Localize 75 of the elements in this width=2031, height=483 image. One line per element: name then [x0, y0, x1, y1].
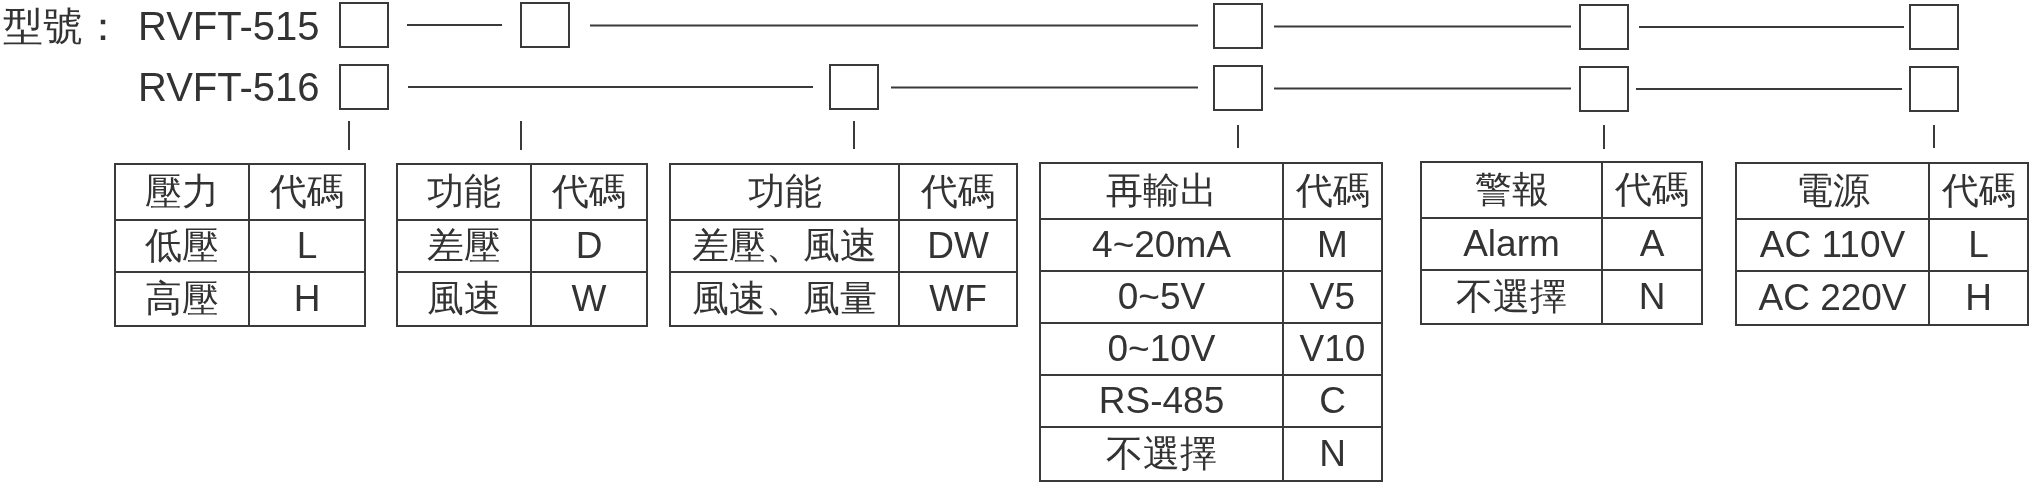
leader-tick: [853, 120, 855, 150]
code-entry-box: [1909, 4, 1959, 50]
column-header: 功能: [747, 171, 822, 213]
connector-line: [1635, 88, 1903, 90]
code-text: A: [1639, 223, 1665, 265]
column-header: 代碼: [1295, 170, 1370, 212]
option-text: 0~5V: [1117, 276, 1206, 318]
connector-line: [407, 86, 814, 88]
code-entry-box: [520, 2, 570, 48]
code-table: [1039, 162, 1383, 482]
column-header: 警報: [1474, 169, 1549, 211]
code-text: H: [1965, 277, 1992, 319]
code-table: [396, 163, 648, 327]
option-text: 高壓: [145, 278, 219, 320]
code-text: D: [575, 225, 603, 267]
option-text: AC 110V: [1759, 224, 1906, 266]
option-text: AC 220V: [1758, 277, 1907, 319]
code-entry-box: [339, 64, 389, 110]
field-label: 型號：: [3, 5, 123, 47]
leader-tick: [348, 120, 350, 151]
connector-line: [589, 24, 1199, 27]
leader-tick: [1237, 124, 1239, 149]
column-header: 代碼: [270, 171, 344, 213]
code-entry-box: [1213, 3, 1263, 49]
option-text: 不選擇: [1106, 433, 1217, 475]
column-header: 電源: [1795, 170, 1870, 212]
code-table: [1420, 161, 1703, 325]
code-text: H: [293, 278, 321, 320]
leader-tick: [1603, 124, 1605, 150]
code-table: [1735, 162, 2029, 326]
code-text: M: [1317, 224, 1348, 266]
code-entry-box: [829, 64, 879, 110]
code-entry-box: [1909, 66, 1959, 112]
code-text: V10: [1299, 328, 1366, 370]
connector-line: [406, 24, 503, 26]
code-text: V5: [1309, 276, 1356, 318]
option-text: 差壓、風速: [692, 225, 877, 267]
code-entry-box: [1213, 65, 1263, 111]
option-text: Alarm: [1463, 223, 1560, 265]
column-header: 代碼: [921, 171, 995, 213]
column-header: 壓力: [145, 171, 219, 213]
code-text: WF: [929, 278, 987, 320]
code-table: [114, 163, 366, 327]
code-text: N: [1638, 276, 1666, 318]
code-entry-box: [339, 2, 389, 48]
option-text: 不選擇: [1456, 276, 1567, 318]
option-text: RS-485: [1098, 380, 1225, 422]
leader-tick: [1933, 124, 1935, 149]
code-text: N: [1319, 433, 1346, 475]
code-text: L: [296, 225, 318, 267]
column-header: 代碼: [552, 171, 626, 213]
model-number: RVFT-515: [138, 5, 320, 47]
option-text: 風速、風量: [692, 278, 877, 320]
code-entry-box: [1579, 66, 1629, 112]
model-number: RVFT-516: [138, 66, 320, 108]
code-text: DW: [927, 225, 989, 267]
connector-line: [1638, 26, 1905, 28]
code-table: [669, 163, 1018, 327]
leader-tick: [520, 120, 522, 151]
option-text: 低壓: [145, 225, 219, 267]
option-text: 4~20mA: [1092, 224, 1231, 266]
connector-line: [1273, 87, 1572, 90]
column-header: 代碼: [1615, 169, 1689, 211]
code-text: C: [1319, 380, 1346, 422]
code-entry-box: [1579, 4, 1629, 50]
column-header: 再輸出: [1106, 170, 1217, 212]
code-text: W: [571, 278, 607, 320]
code-text: L: [1968, 224, 1989, 266]
connector-line: [890, 86, 1199, 89]
option-text: 風速: [427, 278, 501, 320]
column-header: 功能: [427, 171, 501, 213]
column-header: 代碼: [1941, 170, 2016, 212]
option-text: 差壓: [427, 225, 501, 267]
option-text: 0~10V: [1107, 328, 1216, 370]
connector-line: [1273, 25, 1572, 28]
